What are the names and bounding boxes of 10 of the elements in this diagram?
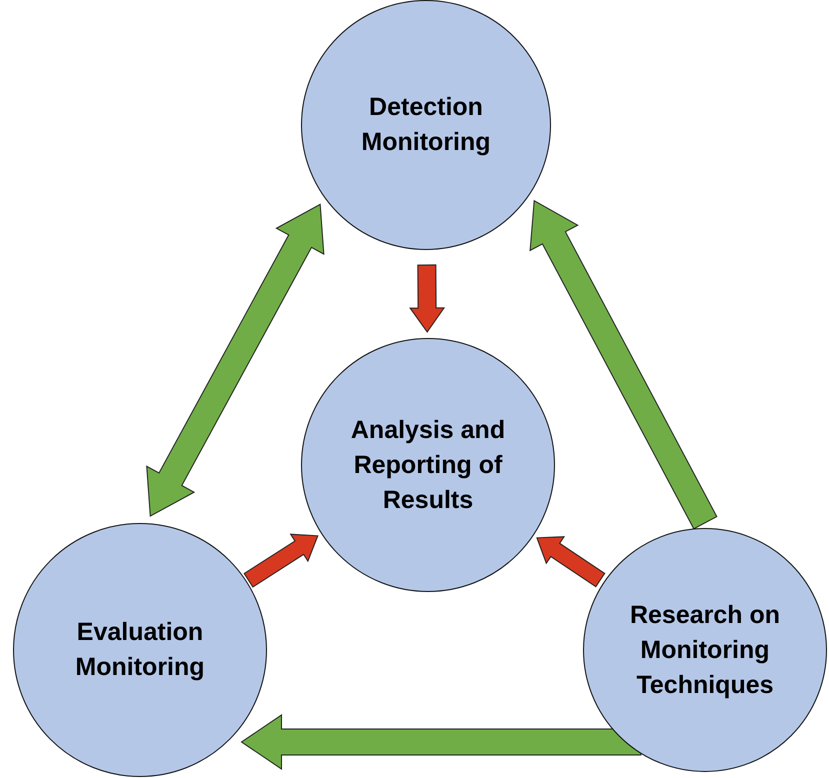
node-label: Analysis and Reporting of Results bbox=[350, 414, 506, 516]
node-label: Detection Monitoring bbox=[360, 92, 492, 158]
block-arrow bbox=[244, 534, 319, 588]
block-arrow bbox=[146, 203, 324, 517]
block-arrow bbox=[536, 536, 606, 588]
block-arrow bbox=[530, 200, 718, 530]
block-arrow bbox=[240, 714, 642, 770]
node-label: Evaluation Monitoring bbox=[74, 617, 206, 683]
block-arrow bbox=[409, 264, 446, 333]
node-label: Research on Monitoring Techniques bbox=[628, 600, 782, 700]
